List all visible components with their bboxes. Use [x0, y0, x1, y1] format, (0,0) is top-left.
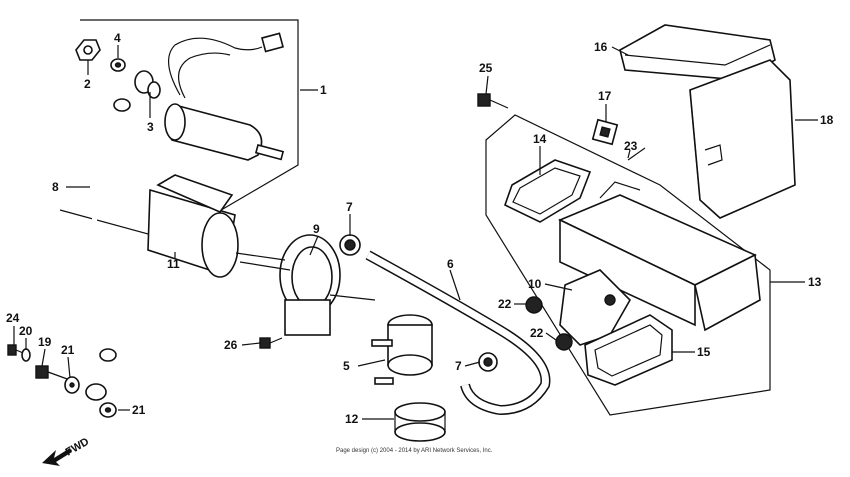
callout-1[interactable]: 1: [320, 83, 327, 97]
part-15-pad[interactable]: [584, 314, 673, 386]
callout-21-lower[interactable]: 21: [132, 403, 146, 417]
part-6-vent-hose[interactable]: [365, 250, 551, 416]
callout-12[interactable]: 12: [345, 412, 359, 426]
part-19-bolt[interactable]: [35, 365, 71, 381]
callout-7-lower[interactable]: 7: [455, 359, 462, 373]
part-3-fitting[interactable]: [134, 70, 161, 99]
callout-4[interactable]: 4: [114, 31, 121, 45]
part-14-tray[interactable]: [504, 159, 592, 223]
callout-3[interactable]: 3: [147, 120, 154, 134]
callout-2[interactable]: 2: [84, 77, 91, 91]
callout-6[interactable]: 6: [447, 257, 454, 271]
callout-24[interactable]: 24: [6, 311, 20, 325]
callout-9[interactable]: 9: [313, 222, 320, 236]
part-9-bracket[interactable]: [235, 234, 376, 336]
callout-16[interactable]: 16: [594, 40, 608, 54]
callout-23[interactable]: 23: [624, 139, 638, 153]
callout-7-upper[interactable]: 7: [346, 200, 353, 214]
part-1-fuel-pump[interactable]: [164, 32, 285, 161]
part-25-bolt[interactable]: [477, 93, 509, 109]
part-4-washer[interactable]: [110, 58, 126, 72]
part-22-nut-upper[interactable]: [525, 296, 543, 314]
group-outline-1: [59, 19, 299, 241]
leader-lines: [13, 45, 818, 420]
callout-10[interactable]: 10: [528, 277, 542, 291]
callout-11[interactable]: 11: [167, 257, 180, 271]
callout-5[interactable]: 5: [343, 359, 350, 373]
part-8-fuel-hose[interactable]: [85, 93, 133, 401]
callout-15[interactable]: 15: [697, 345, 711, 359]
fwd-label: FWD: [64, 436, 92, 459]
callout-20[interactable]: 20: [19, 324, 33, 338]
callout-18[interactable]: 18: [820, 113, 834, 127]
callout-21-upper[interactable]: 21: [61, 343, 75, 357]
callout-8[interactable]: 8: [52, 180, 59, 194]
callout-14[interactable]: 14: [533, 132, 547, 146]
part-20-washer[interactable]: [21, 348, 31, 362]
part-7-clamp-lower[interactable]: [478, 352, 498, 372]
part-21-washer-lower[interactable]: [99, 402, 117, 418]
part-11-pump-cover[interactable]: [147, 174, 239, 278]
copyright-notice: Page design (c) 2004 - 2014 by ARI Netwo…: [336, 448, 493, 454]
callout-25[interactable]: 25: [479, 61, 493, 75]
callout-17[interactable]: 17: [598, 89, 612, 103]
fwd-direction-indicator: FWD: [42, 436, 91, 466]
callout-22-upper[interactable]: 22: [498, 297, 512, 311]
part-12-band[interactable]: [394, 402, 446, 442]
group-outline-13: [485, 114, 771, 416]
callout-labels: 1 2 3 4 5 6 7 7 8 9 10 11 12 13 14 15 16…: [6, 31, 834, 426]
callout-22-lower[interactable]: 22: [530, 326, 544, 340]
part-22-nut-lower[interactable]: [555, 333, 573, 351]
fwd-arrow-icon: [42, 448, 72, 466]
callout-13[interactable]: 13: [808, 275, 822, 289]
callout-19[interactable]: 19: [38, 335, 52, 349]
callout-26[interactable]: 26: [224, 338, 238, 352]
part-5-fuel-filter[interactable]: [371, 314, 433, 385]
part-17-plate[interactable]: [591, 118, 619, 146]
part-21-washer-upper[interactable]: [64, 376, 80, 394]
part-18-cover[interactable]: [689, 59, 796, 219]
part-23-pin[interactable]: [627, 147, 646, 161]
part-26-bolt[interactable]: [259, 337, 283, 349]
part-7-clamp-upper[interactable]: [339, 234, 361, 256]
part-16-cap[interactable]: [619, 24, 776, 81]
part-13-canister[interactable]: [558, 181, 761, 332]
part-2-nut[interactable]: [75, 39, 101, 61]
